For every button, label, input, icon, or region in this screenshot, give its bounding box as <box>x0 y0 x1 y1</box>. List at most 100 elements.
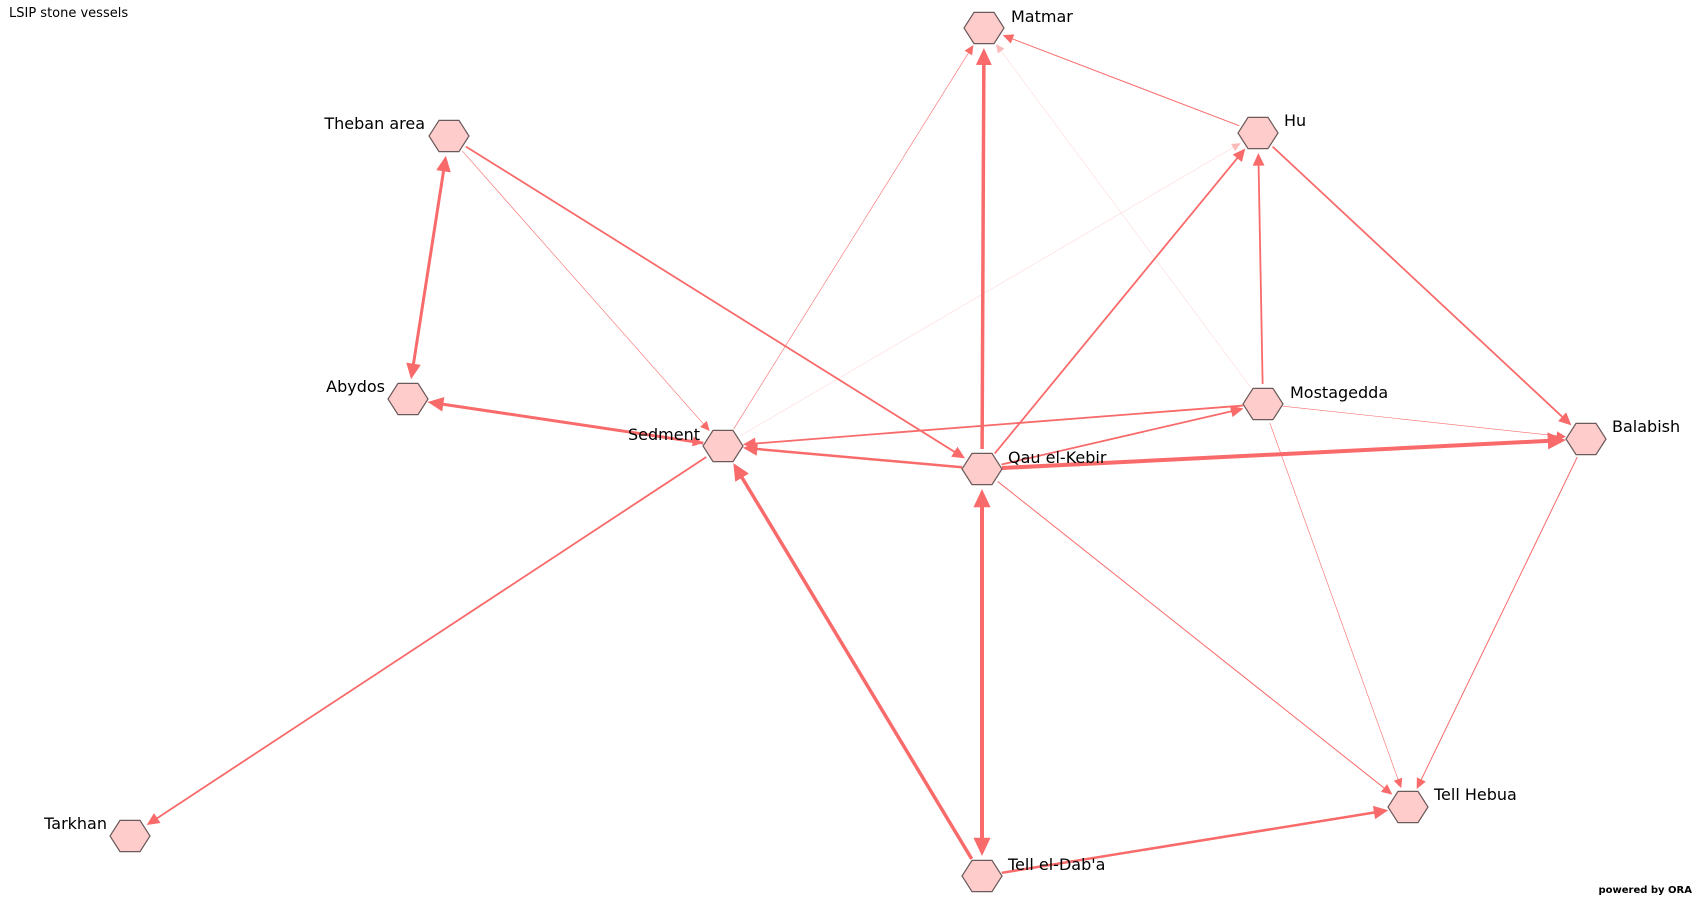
hexagon-node-icon <box>961 859 1003 893</box>
node-label: Tell Hebua <box>1433 785 1517 804</box>
edge-mostagedda-balabish[interactable] <box>1282 405 1567 441</box>
edge-mostagedda-matmar[interactable] <box>995 44 1252 389</box>
arrowhead-icon <box>1380 784 1393 795</box>
edge-sedment-abydos[interactable] <box>427 396 704 445</box>
arrowhead-icon <box>1372 805 1389 820</box>
edge-line <box>739 474 974 860</box>
node-label: Theban area <box>323 114 425 133</box>
hexagon-node-icon <box>702 429 744 463</box>
arrowhead-icon <box>1556 431 1567 441</box>
edge-line <box>1272 145 1564 419</box>
edge-line <box>1282 405 1558 437</box>
edge-qau-sedment[interactable] <box>742 442 963 469</box>
edge-qau-mostagedda[interactable] <box>1001 405 1244 466</box>
edge-layer <box>146 34 1578 875</box>
edge-mostagedda-tellhebua[interactable] <box>1269 422 1403 789</box>
edge-line <box>755 447 963 469</box>
powered-by-credit: powered by ORA <box>1598 885 1692 896</box>
node-hu[interactable]: Hu <box>1237 111 1306 150</box>
arrowhead-icon <box>1232 148 1246 162</box>
node-matmar[interactable]: Matmar <box>963 7 1073 45</box>
node-theban[interactable]: Theban area <box>323 114 470 153</box>
arrowhead-icon <box>406 362 421 380</box>
edge-line <box>993 156 1239 455</box>
hexagon-node-icon <box>961 452 1003 486</box>
hexagon-node-icon <box>387 382 429 416</box>
edge-line <box>155 456 707 820</box>
node-label: Tell el-Dab'a <box>1007 855 1105 874</box>
arrowhead-icon <box>964 44 974 56</box>
edge-qau-telldaba[interactable] <box>973 489 991 856</box>
edge-line <box>411 169 446 366</box>
edge-line <box>753 404 1244 445</box>
arrowhead-icon <box>146 813 161 826</box>
node-tellhebua[interactable]: Tell Hebua <box>1387 785 1517 824</box>
edge-balabish-tellhebua[interactable] <box>1416 456 1578 789</box>
arrowhead-icon <box>733 463 749 482</box>
arrowhead-icon <box>1547 432 1567 450</box>
node-sedment[interactable]: Sedment <box>628 425 744 463</box>
node-abydos[interactable]: Abydos <box>326 377 429 416</box>
hexagon-node-icon <box>109 819 151 853</box>
hexagon-node-icon <box>1387 790 1429 824</box>
arrowhead-icon <box>1416 777 1426 789</box>
edge-mostagedda-hu[interactable] <box>1252 152 1265 385</box>
arrowhead-icon <box>973 837 991 856</box>
node-label: Matmar <box>1011 7 1073 26</box>
node-label: Abydos <box>326 377 385 396</box>
edge-qau-tellhebua[interactable] <box>997 481 1393 795</box>
hexagon-node-icon <box>1242 387 1284 421</box>
edge-line <box>980 62 986 450</box>
edge-line <box>740 146 1235 437</box>
edge-line <box>1257 164 1264 385</box>
node-mostagedda[interactable]: Mostagedda <box>1242 383 1388 421</box>
edge-line <box>997 481 1386 790</box>
arrowhead-icon <box>436 155 451 173</box>
arrowhead-icon <box>973 489 991 508</box>
hexagon-node-icon <box>1237 116 1279 150</box>
arrowhead-icon <box>700 420 710 432</box>
node-label: Qau el-Kebir <box>1008 448 1107 467</box>
edge-line <box>1001 810 1377 875</box>
edge-sedment-matmar[interactable] <box>733 44 974 430</box>
edge-line <box>465 145 957 454</box>
edge-hu-matmar[interactable] <box>1002 34 1240 127</box>
arrowhead-icon <box>427 396 445 412</box>
edge-theban-qau[interactable] <box>465 145 966 459</box>
edge-theban-abydos[interactable] <box>406 155 451 380</box>
node-balabish[interactable]: Balabish <box>1565 417 1680 456</box>
node-qau[interactable]: Qau el-Kebir <box>961 448 1107 486</box>
arrowhead-icon <box>742 437 756 450</box>
edge-line <box>1001 438 1551 471</box>
edge-line <box>1011 37 1240 127</box>
edge-mostagedda-sedment[interactable] <box>742 404 1244 450</box>
node-telldaba[interactable]: Tell el-Dab'a <box>961 855 1105 893</box>
edge-line <box>733 51 970 430</box>
edge-telldaba-sedment[interactable] <box>733 463 974 860</box>
edge-line <box>1269 422 1399 781</box>
edge-qau-hu[interactable] <box>993 148 1246 455</box>
edge-qau-matmar[interactable] <box>975 47 992 450</box>
edge-line <box>462 150 705 425</box>
arrowhead-icon <box>1393 777 1403 789</box>
edge-sedment-tarkhan[interactable] <box>146 456 707 826</box>
hexagon-node-icon <box>1565 422 1607 456</box>
edge-theban-sedment[interactable] <box>462 150 710 432</box>
arrowhead-icon <box>1231 143 1241 152</box>
arrowhead-icon <box>951 446 966 459</box>
node-tarkhan[interactable]: Tarkhan <box>43 814 151 853</box>
edge-sedment-hu[interactable] <box>740 143 1241 437</box>
arrowhead-icon <box>1252 152 1265 166</box>
graph-title: LSIP stone vessels <box>9 6 129 21</box>
edge-hu-balabish[interactable] <box>1272 145 1572 426</box>
arrowhead-icon <box>995 44 1005 54</box>
edge-line <box>1420 456 1578 781</box>
edge-qau-balabish[interactable] <box>1001 432 1567 471</box>
edge-line <box>441 402 704 445</box>
edge-telldaba-tellhebua[interactable] <box>1001 805 1389 875</box>
node-label: Mostagedda <box>1290 383 1388 402</box>
node-label: Sedment <box>628 425 700 444</box>
node-label: Hu <box>1284 111 1306 130</box>
